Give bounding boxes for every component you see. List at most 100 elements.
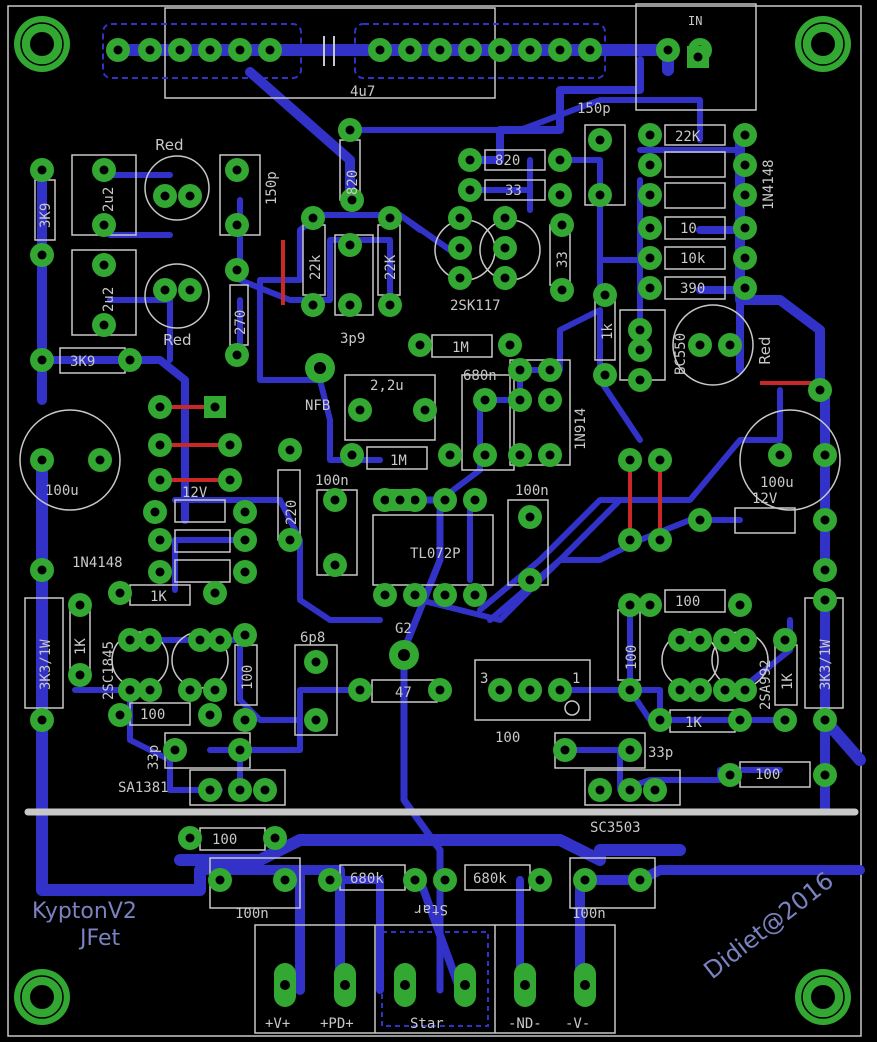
pad-hole: [205, 45, 215, 55]
pad-hole: [395, 495, 405, 505]
pad-hole: [240, 535, 250, 545]
pad-hole: [398, 649, 410, 661]
pad-hole: [625, 785, 635, 795]
pad-hole: [235, 745, 245, 755]
pad-hole: [820, 595, 830, 605]
pad-hole: [225, 475, 235, 485]
pad-hole: [311, 715, 321, 725]
pad-hole: [555, 190, 565, 200]
pad-hole: [635, 375, 645, 385]
label-in: IN: [688, 14, 702, 28]
pad-hole: [215, 875, 225, 885]
pad-hole: [655, 455, 665, 465]
pad-hole: [495, 45, 505, 55]
label-820: 820: [495, 153, 520, 169]
pad-hole: [555, 685, 565, 695]
pad-hole: [775, 450, 785, 460]
pad-hole: [265, 45, 275, 55]
pad-hole: [515, 450, 525, 460]
label-sa1381: SA1381: [118, 780, 169, 796]
pad-hole: [440, 875, 450, 885]
pad-hole: [235, 45, 245, 55]
pad-hole: [820, 450, 830, 460]
pad-hole: [470, 590, 480, 600]
pad-hole: [720, 635, 730, 645]
label-bc550: BC550: [673, 333, 689, 375]
label-2sa992: 2SA992: [758, 659, 774, 710]
pad-hole: [600, 290, 610, 300]
pad-hole: [645, 600, 655, 610]
pad-hole: [185, 833, 195, 843]
label-33p-left: 33p: [146, 745, 162, 770]
pad-hole: [780, 635, 790, 645]
label-1n4148-left: 1N4148: [72, 555, 123, 571]
pad-hole: [410, 495, 420, 505]
connector-pin-vplus: +V+: [265, 1016, 290, 1032]
pad-hole: [557, 285, 567, 295]
pad-hole: [740, 160, 750, 170]
pad-hole: [820, 565, 830, 575]
pad-hole: [125, 635, 135, 645]
pad-hole: [205, 710, 215, 720]
pad-hole: [155, 535, 165, 545]
label-pot-100: 100: [495, 730, 520, 746]
board-outline: [7, 5, 862, 1037]
pad-hole: [580, 980, 590, 990]
connector-pin-star: Star: [410, 1016, 444, 1032]
label-red-1: Red: [155, 136, 184, 154]
pad-hole: [330, 560, 340, 570]
pad-hole: [525, 575, 535, 585]
pad-hole: [260, 785, 270, 795]
pad-hole: [740, 283, 750, 293]
label-22k-a: 22k: [308, 254, 324, 280]
pad-hole: [405, 45, 415, 55]
pad-hole: [695, 515, 705, 525]
pad-hole: [280, 980, 290, 990]
pad-hole: [37, 565, 47, 575]
pad-hole: [115, 588, 125, 598]
pad-hole: [515, 395, 525, 405]
label-2sc1845: 2SC1845: [101, 641, 117, 700]
pad-hole: [125, 685, 135, 695]
label-red-3: Red: [756, 337, 774, 366]
label-100u-right: 100u: [760, 475, 794, 491]
connector-pin-nd: -ND-: [508, 1016, 542, 1032]
pad-hole: [308, 213, 318, 223]
label-100-d: 100: [675, 594, 700, 610]
label-1k-b: 1K: [150, 589, 167, 605]
pad-hole: [595, 135, 605, 145]
mounting-holes: [14, 16, 851, 1025]
pad-hole: [37, 355, 47, 365]
pad-hole: [555, 45, 565, 55]
pad-hole: [580, 875, 590, 885]
pad-hole: [645, 190, 655, 200]
pad-hole: [170, 745, 180, 755]
pad-hole: [210, 588, 220, 598]
pad-hole: [695, 635, 705, 645]
pads: [30, 38, 837, 1007]
pad-hole: [780, 715, 790, 725]
label-2-2u: 2,2u: [370, 378, 404, 394]
label-100n-a: 100n: [315, 473, 349, 489]
label-2u2-a: 2u2: [101, 187, 117, 212]
label-270: 270: [233, 310, 249, 335]
pad-hole: [155, 440, 165, 450]
pad-hole: [663, 45, 673, 55]
mount-hole-top-left: [14, 16, 70, 72]
pad-hole: [240, 715, 250, 725]
label-33-b: 33: [555, 251, 571, 268]
pad-hole: [145, 685, 155, 695]
label-12v-left: 12V: [182, 485, 208, 501]
label-3k3-left: 3K3/1W: [38, 639, 54, 690]
label-6p8: 6p8: [300, 630, 325, 646]
board-title: KyptonV2: [32, 899, 137, 924]
pad-hole: [635, 345, 645, 355]
pad-hole: [235, 785, 245, 795]
pad-hole: [525, 512, 535, 522]
label-100u-left: 100u: [45, 483, 79, 499]
pad-hole: [205, 785, 215, 795]
pad-hole: [655, 535, 665, 545]
pad-hole: [820, 770, 830, 780]
pad-hole: [240, 567, 250, 577]
pad-hole: [155, 402, 165, 412]
